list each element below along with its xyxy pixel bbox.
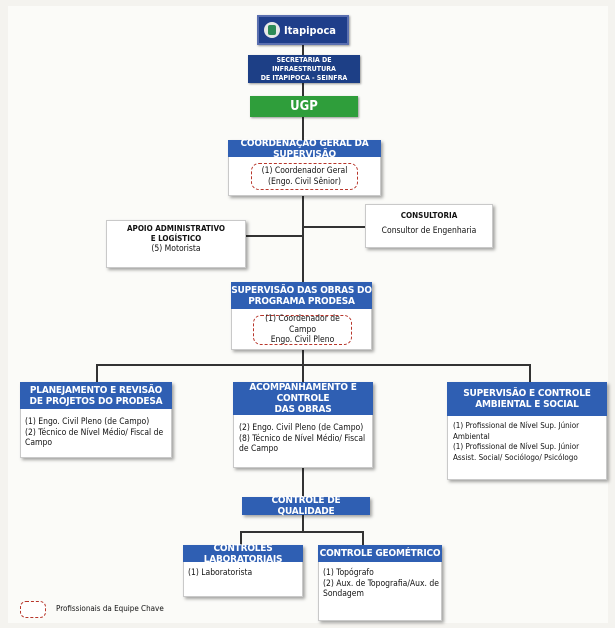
acompanhamento-item1: (2) Engo. Civil Pleno (de Campo): [239, 423, 364, 433]
ambiental-items: (1) Profissional de Nível Sup. Júnior Am…: [453, 421, 603, 463]
supervisao-obras-title-line1: SUPERVISÃO DAS OBRAS DO: [231, 284, 372, 296]
connector-supervisao-down: [302, 350, 304, 365]
coordenacao-key-line1: (1) Coordenador Geral: [261, 166, 348, 176]
legend-text: Profissionais da Equipe Chave: [56, 604, 164, 613]
connector-secretaria-ugp: [302, 83, 304, 96]
supervisao-obras-key-staff: (1) Coordenador de Campo Engo. Civil Ple…: [253, 314, 352, 346]
connector-acomp-qualidade: [302, 468, 304, 497]
controle-qualidade-title: CONTROLE DE QUALIDADE: [271, 495, 341, 517]
laboratoriais-title: CONTROLES LABORATORIAIS: [183, 542, 303, 565]
secretaria-line1: SECRETARIA DE INFRAESTRUTURA: [272, 55, 336, 73]
ambiental-title-line2: AMBIENTAL E SOCIAL: [475, 399, 579, 410]
apoio-title-line1: APOIO ADMINISTRATIVO: [126, 224, 226, 233]
ambiental-title-line1: SUPERVISÃO E CONTROLE: [463, 388, 591, 399]
connector-mid-drop: [302, 364, 304, 382]
supervisao-key-line2: Engo. Civil Pleno: [270, 335, 335, 346]
laboratoriais-item1: (1) Laboratorista: [188, 568, 253, 578]
planejamento-item1: (1) Engo. Civil Pleno (de Campo): [25, 417, 150, 427]
connector-consultoria-branch: [303, 226, 365, 228]
acompanhamento-item2: (8) Técnico de Nível Médio/ Fiscal de Ca…: [239, 433, 366, 455]
logo-text: Itapipoca: [284, 23, 336, 37]
acompanhamento-box: ACOMPANHAMENTO E CONTROLE DAS OBRAS (2) …: [233, 382, 373, 468]
planejamento-item2: (2) Técnico de Nível Médio/ Fiscal de Ca…: [25, 427, 164, 449]
apoio-box: APOIO ADMINISTRATIVO E LOGÍSTICO (5) Mot…: [106, 220, 246, 268]
laboratoriais-title-text: CONTROLES LABORATORIAIS: [203, 542, 283, 565]
planejamento-title-line1: PLANEJAMENTO E REVISÃO: [29, 384, 163, 396]
connector-right-drop: [529, 364, 531, 382]
connector-qualidade-down: [302, 515, 304, 532]
ambiental-item2: (1) Profissional de Nível Sup. Júnior As…: [453, 442, 580, 462]
supervisao-obras-box: SUPERVISÃO DAS OBRAS DO PROGRAMA PRODESA…: [231, 282, 372, 350]
planejamento-items: (1) Engo. Civil Pleno (de Campo) (2) Téc…: [25, 417, 171, 449]
connector-left-drop: [96, 364, 98, 382]
connector-lab-drop: [240, 531, 242, 545]
legend-dashed-swatch: [20, 601, 46, 618]
connector-qualidade-horizontal: [240, 531, 363, 533]
secretaria-line2: DE ITAPIPOCA - SEINFRA: [260, 73, 348, 82]
coordenacao-title-text: COORDENAÇÃO GERAL DA SUPERVISÃO: [240, 137, 369, 160]
apoio-title-line2: E LOGÍSTICO: [150, 234, 202, 243]
ambiental-box: SUPERVISÃO E CONTROLE AMBIENTAL E SOCIAL…: [447, 382, 607, 480]
secretaria-box: SECRETARIA DE INFRAESTRUTURA DE ITAPIPOC…: [248, 55, 360, 83]
brasao-icon: [264, 22, 280, 38]
acompanhamento-title-line2: DAS OBRAS: [274, 404, 332, 415]
ambiental-item1: (1) Profissional de Nível Sup. Júnior Am…: [453, 421, 580, 441]
geometrico-item1: (1) Topógrafo: [323, 568, 374, 578]
coordenacao-title: COORDENAÇÃO GERAL DA SUPERVISÃO: [228, 137, 381, 160]
connector-geo-drop: [362, 531, 364, 545]
connector-main-trunk: [302, 196, 304, 282]
geometrico-box: CONTROLE GEOMÉTRICO (1) Topógrafo (2) Au…: [318, 545, 442, 621]
apoio-item: (5) Motorista: [151, 244, 201, 254]
geometrico-title: CONTROLE GEOMÉTRICO: [318, 545, 442, 562]
ugp-label: UGP: [290, 99, 318, 114]
geometrico-items: (1) Topógrafo (2) Aux. de Topografia/Aux…: [323, 568, 439, 600]
consultoria-title: CONSULTORIA: [400, 211, 458, 220]
supervisao-obras-title-line2: PROGRAMA PRODESA: [248, 295, 355, 307]
laboratoriais-box: CONTROLES LABORATORIAIS (1) Laboratorist…: [183, 542, 303, 597]
ambiental-title: SUPERVISÃO E CONTROLE AMBIENTAL E SOCIAL: [447, 382, 607, 416]
planejamento-box: PLANEJAMENTO E REVISÃO DE PROJETOS DO PR…: [20, 382, 172, 458]
geometrico-item2: (2) Aux. de Topografia/Aux. de Sondagem: [323, 578, 439, 600]
supervisao-key-line1: (1) Coordenador de Campo: [265, 314, 340, 335]
acompanhamento-items: (2) Engo. Civil Pleno (de Campo) (8) Téc…: [239, 423, 371, 455]
coordenacao-box: COORDENAÇÃO GERAL DA SUPERVISÃO (1) Coor…: [228, 137, 381, 196]
ugp-box: UGP: [250, 96, 358, 117]
connector-horizontal-three: [96, 364, 530, 366]
connector-apoio-branch: [246, 235, 303, 237]
apoio-title: APOIO ADMINISTRATIVO E LOGÍSTICO: [107, 224, 245, 244]
connector-ugp-coordenacao: [302, 117, 304, 140]
geometrico-title-text: CONTROLE GEOMÉTRICO: [319, 548, 441, 559]
acompanhamento-title-line1: ACOMPANHAMENTO E CONTROLE: [249, 382, 357, 404]
planejamento-title-line2: DE PROJETOS DO PRODESA: [29, 395, 163, 407]
controle-qualidade-box: CONTROLE DE QUALIDADE: [242, 495, 370, 517]
supervisao-obras-title: SUPERVISÃO DAS OBRAS DO PROGRAMA PRODESA: [231, 282, 372, 309]
itapipoca-logo: Itapipoca: [257, 15, 349, 45]
coordenacao-key-staff: (1) Coordenador Geral (Engo. Civil Sênio…: [251, 163, 358, 190]
planejamento-title: PLANEJAMENTO E REVISÃO DE PROJETOS DO PR…: [20, 382, 172, 409]
consultoria-box: CONSULTORIA Consultor de Engenharia: [365, 204, 493, 248]
coordenacao-key-line2: (Engo. Civil Sênior): [268, 176, 341, 187]
acompanhamento-title: ACOMPANHAMENTO E CONTROLE DAS OBRAS: [233, 382, 373, 415]
connector-logo-secretaria: [302, 45, 304, 55]
consultoria-item: Consultor de Engenharia: [381, 226, 477, 236]
